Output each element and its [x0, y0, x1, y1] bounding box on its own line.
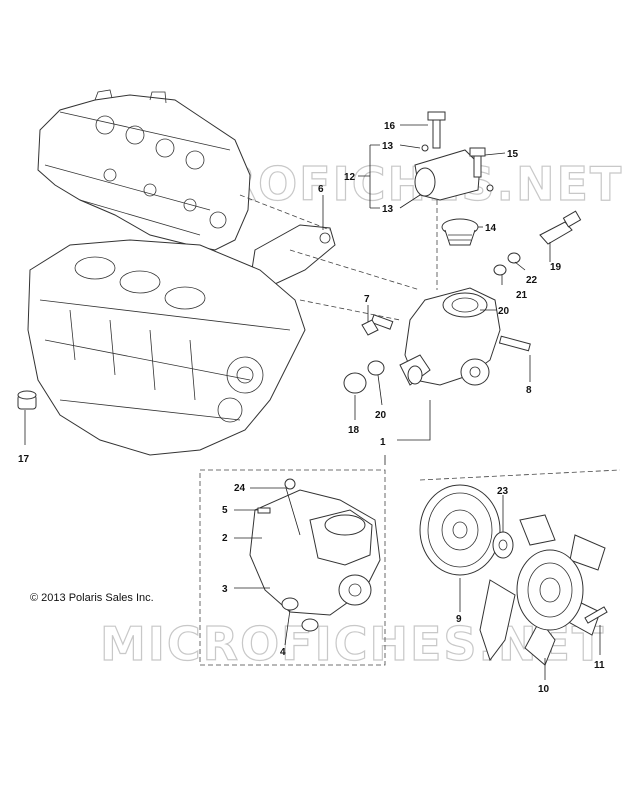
callout-3: 3 [222, 584, 228, 595]
callout-6: 6 [318, 184, 324, 195]
callout-14: 14 [485, 223, 497, 234]
callout-16: 16 [384, 121, 396, 132]
callout-9: 9 [456, 614, 462, 625]
callout-7: 7 [364, 294, 370, 305]
callout-23: 23 [497, 486, 509, 497]
callout-20-lower: 20 [375, 410, 387, 421]
cylinder-head-illustration [37, 89, 251, 251]
callout-17: 17 [18, 454, 30, 465]
callout-13-upper: 13 [382, 141, 394, 152]
thermostat-14-illustration [441, 218, 479, 246]
callout-5: 5 [222, 505, 228, 516]
callout-4: 4 [280, 647, 286, 658]
callout-12: 12 [344, 172, 356, 183]
callout-21: 21 [516, 290, 528, 301]
callout-10: 10 [538, 684, 550, 695]
inset-box [199, 469, 386, 666]
callout-24: 24 [234, 483, 246, 494]
callout-11: 11 [594, 660, 605, 671]
water-pump-assembly-illustration [361, 287, 531, 386]
inset-pump-illustration [249, 478, 381, 632]
callout-18: 18 [348, 425, 360, 436]
copyright-text: © 2013 Polaris Sales Inc. [30, 592, 154, 604]
seal-21-illustration [493, 264, 507, 276]
pulley-9-illustration [419, 484, 501, 576]
plug-17-illustration [17, 390, 37, 410]
bolt-11-illustration [584, 606, 608, 624]
plug-18-illustration [343, 372, 367, 394]
callout-2: 2 [222, 533, 228, 544]
engine-block-illustration [27, 239, 306, 456]
fan-10-illustration [479, 514, 606, 666]
sensor-19-illustration [539, 210, 582, 245]
seal-22-illustration [507, 252, 521, 264]
callout-1: 1 [380, 437, 386, 448]
spacer-23-illustration [492, 531, 514, 559]
watermark-bottom: MICROFICHES.NET [100, 617, 605, 671]
callout-13-lower: 13 [382, 204, 394, 215]
callout-19: 19 [550, 262, 562, 273]
callout-8: 8 [526, 385, 532, 396]
callout-22: 22 [526, 275, 538, 286]
seal-20-illustration [367, 360, 385, 376]
callout-20-upper: 20 [498, 306, 510, 317]
callout-15: 15 [507, 149, 519, 160]
